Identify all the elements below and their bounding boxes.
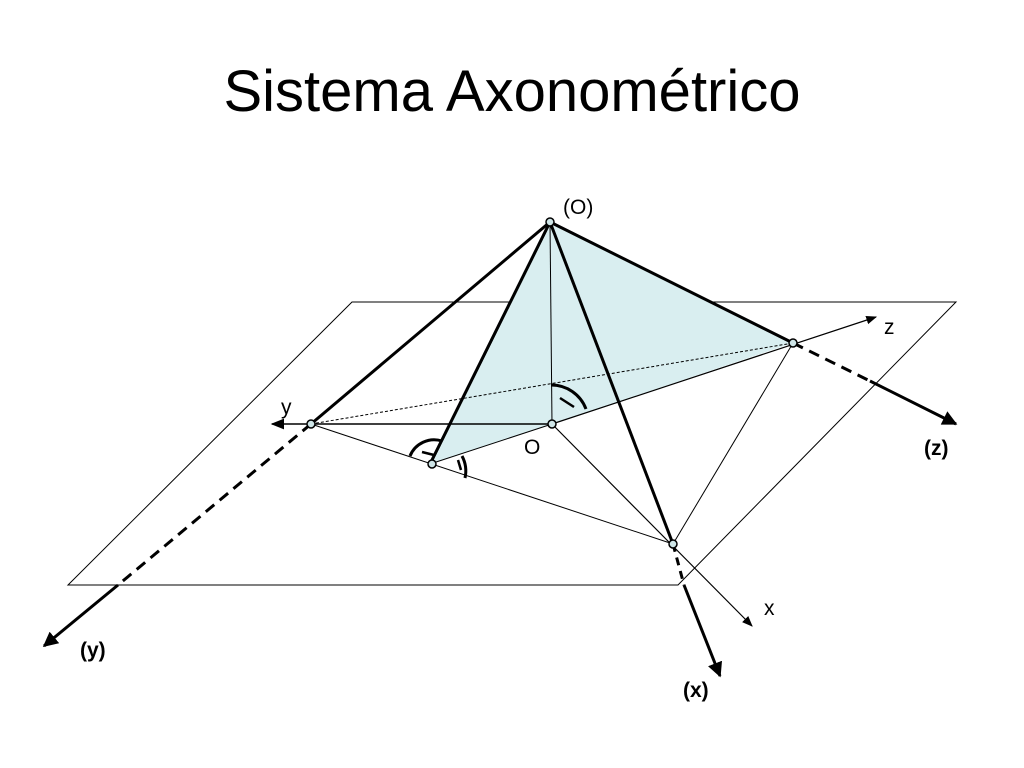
edge-O-altitude bbox=[549, 221, 553, 425]
right-angle-mark-O bbox=[550, 383, 588, 410]
right-angle-mark-foot bbox=[408, 438, 443, 457]
point-foot bbox=[427, 459, 437, 469]
point-O bbox=[547, 419, 557, 429]
picture-plane bbox=[66, 301, 958, 586]
spatial-axis-z-arrow bbox=[869, 379, 958, 426]
label-axis-z: z bbox=[884, 316, 895, 339]
spatial-axis-x-arrow bbox=[682, 584, 723, 678]
spatial-axis-y-dashed bbox=[117, 422, 312, 587]
shaded-face-right bbox=[550, 222, 793, 424]
point-X-trace bbox=[668, 539, 678, 549]
axis-z-line bbox=[551, 315, 878, 425]
angle-tick-foot-1 bbox=[421, 450, 435, 457]
spatial-axis-y-arrow bbox=[42, 583, 119, 648]
point-Z-trace bbox=[788, 338, 798, 348]
angle-tick-foot-2 bbox=[456, 459, 463, 471]
spatial-axis-x-dashed bbox=[671, 543, 686, 586]
foot-to-O bbox=[429, 423, 553, 465]
label-axis-x-3d: (x) bbox=[683, 679, 709, 702]
angle-arc-foot-2 bbox=[460, 455, 468, 479]
label-origin: O bbox=[524, 436, 540, 459]
trace-zx bbox=[672, 342, 794, 545]
point-O-3d bbox=[545, 217, 555, 227]
edge-O-foot bbox=[428, 221, 552, 465]
angle-tick-O bbox=[559, 396, 575, 409]
spatial-axis-z bbox=[549, 220, 794, 345]
label-axis-y: y bbox=[281, 396, 292, 419]
edge-foot-thin bbox=[431, 229, 548, 463]
spatial-axis-z-dashed bbox=[792, 341, 871, 383]
trace-yx bbox=[310, 423, 674, 545]
label-axis-x: x bbox=[764, 597, 775, 620]
point-Y-trace bbox=[306, 419, 316, 429]
label-origin-3d: (O) bbox=[563, 196, 593, 219]
trace-yz bbox=[310, 342, 794, 425]
label-axis-z-3d: (z) bbox=[924, 437, 949, 460]
axis-x-line bbox=[551, 423, 753, 627]
label-axis-y-3d: (y) bbox=[80, 639, 106, 662]
spatial-axis-x bbox=[548, 221, 675, 545]
spatial-axis-y bbox=[310, 220, 551, 426]
slide-title: Sistema Axonométrico bbox=[223, 59, 801, 124]
